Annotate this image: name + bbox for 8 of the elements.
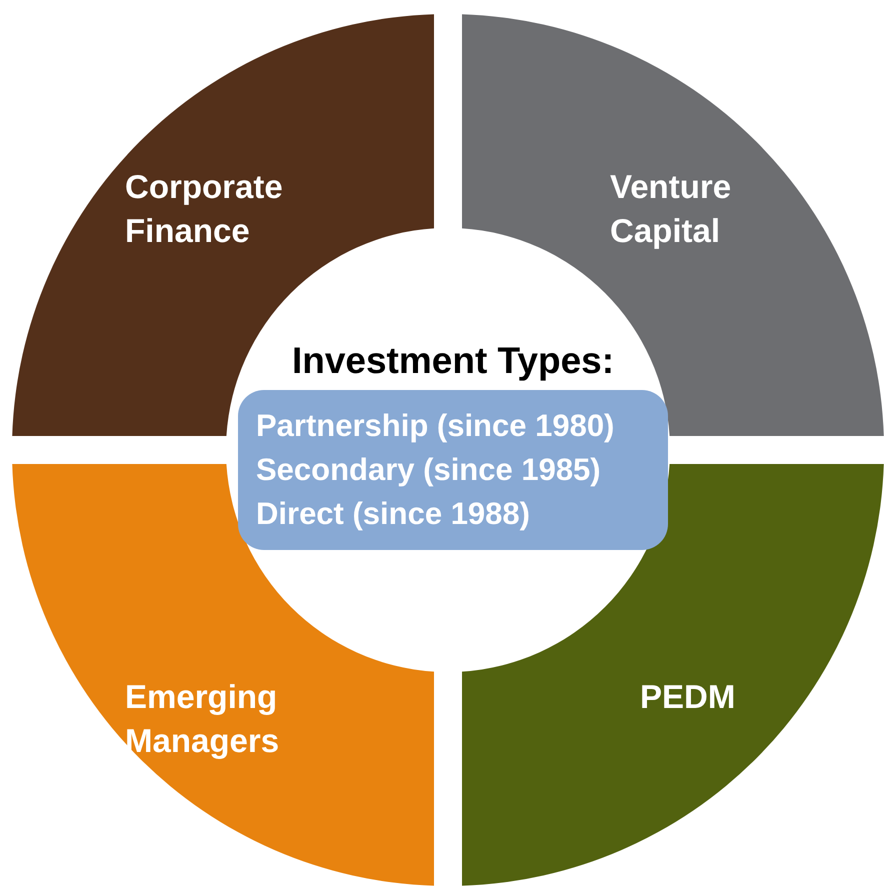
segment-label: PEDM [640,677,736,717]
center-heading: Investment Types: [290,340,616,382]
segment-label: Emerging Managers [125,677,280,761]
segment-label: Venture Capital [610,167,732,251]
list-item: Secondary (since 1985) [256,451,602,489]
list-item: Partnership (since 1980) [256,407,616,445]
list-item: Direct (since 1988) [256,495,531,533]
segment-label: Corporate Finance [125,167,284,251]
